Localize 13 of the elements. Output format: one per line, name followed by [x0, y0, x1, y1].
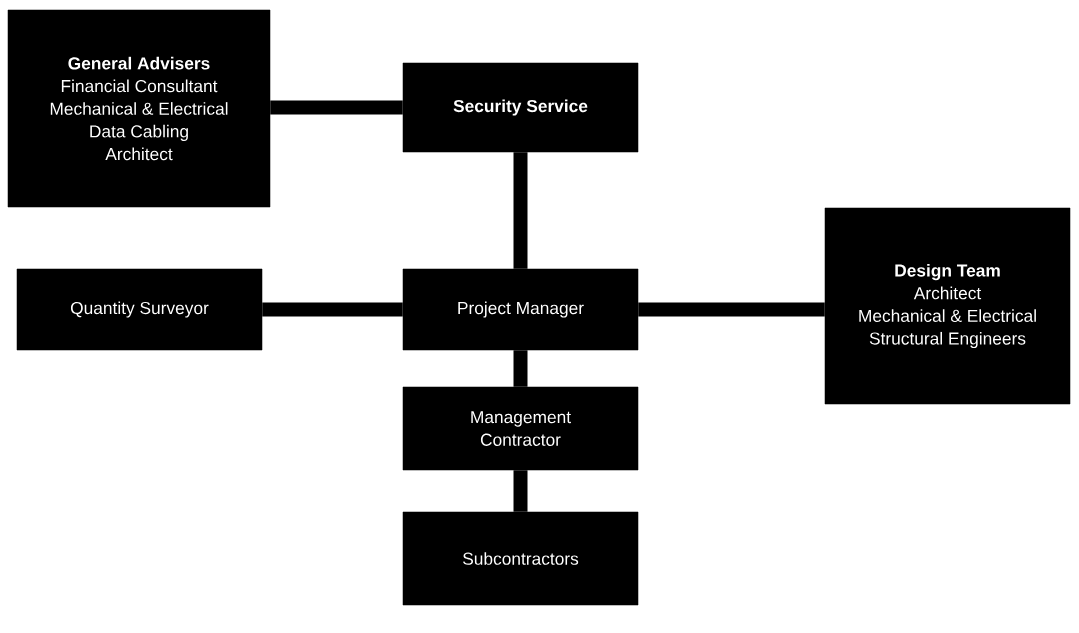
org-box: Management Contractor — [402, 386, 639, 471]
connector-line — [638, 302, 825, 317]
connector-line — [262, 302, 403, 317]
org-box: Security Service — [402, 62, 639, 153]
connector-line — [513, 470, 528, 512]
connector-line — [270, 100, 403, 115]
org-box: Quantity Surveyor — [16, 268, 263, 351]
org-box: Subcontractors — [402, 511, 639, 606]
connector-line — [513, 152, 528, 269]
connector-line — [513, 350, 528, 387]
org-box: General Advisers Financial Consultant Mechanical & Electrical Data Cabling Architect — [7, 9, 271, 208]
org-box: Project Manager — [402, 268, 639, 351]
org-box: Design Team Architect Mechanical & Electrical Structural Engineers — [824, 207, 1071, 405]
